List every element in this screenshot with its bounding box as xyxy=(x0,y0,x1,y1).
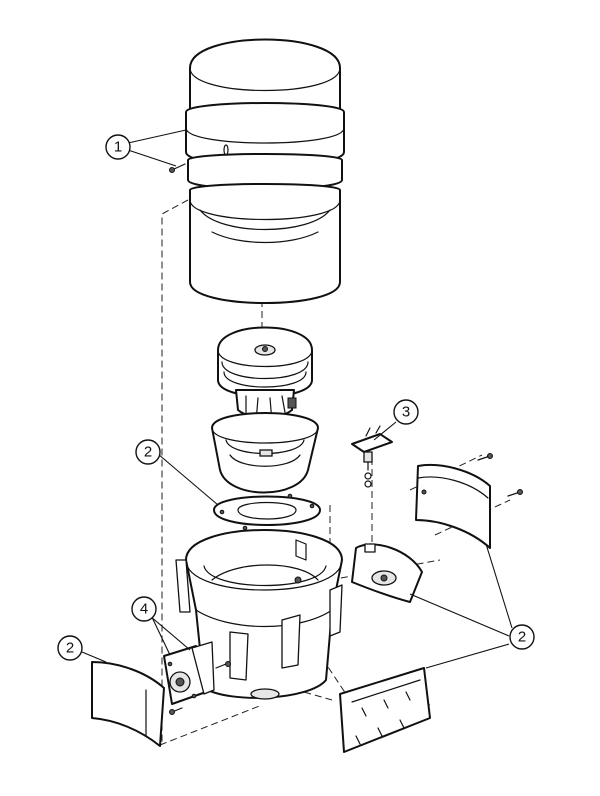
svg-text:2: 2 xyxy=(518,629,526,646)
upper-housing xyxy=(185,38,345,304)
left-side-cover xyxy=(91,661,165,747)
screw-icon xyxy=(477,453,523,497)
thermostat-bracket xyxy=(351,543,423,603)
screw-icon xyxy=(169,163,186,173)
callout-2-left-cover: 2 xyxy=(57,635,83,661)
right-side-cover xyxy=(415,464,491,549)
screw-icon xyxy=(169,661,231,715)
callout-2-right-parts: 2 xyxy=(509,624,535,650)
motor xyxy=(217,326,313,423)
callout-3: 3 xyxy=(393,399,419,425)
callout-1: 1 xyxy=(105,134,131,160)
motor-mount-bowl xyxy=(211,412,319,494)
receptacle-plate xyxy=(163,641,215,705)
thermostat-switch xyxy=(351,425,393,488)
callout-leaders xyxy=(81,129,513,669)
callout-4: 4 xyxy=(131,596,157,622)
svg-text:2: 2 xyxy=(144,444,152,461)
callout-2-mounting-plate: 2 xyxy=(135,439,161,465)
base-housing xyxy=(175,529,343,700)
svg-text:2: 2 xyxy=(66,640,74,657)
svg-text:1: 1 xyxy=(114,139,122,156)
bottom-plate xyxy=(339,667,431,753)
svg-text:3: 3 xyxy=(402,404,410,421)
filter-mounting-plate xyxy=(213,493,321,531)
svg-text:4: 4 xyxy=(140,601,148,618)
